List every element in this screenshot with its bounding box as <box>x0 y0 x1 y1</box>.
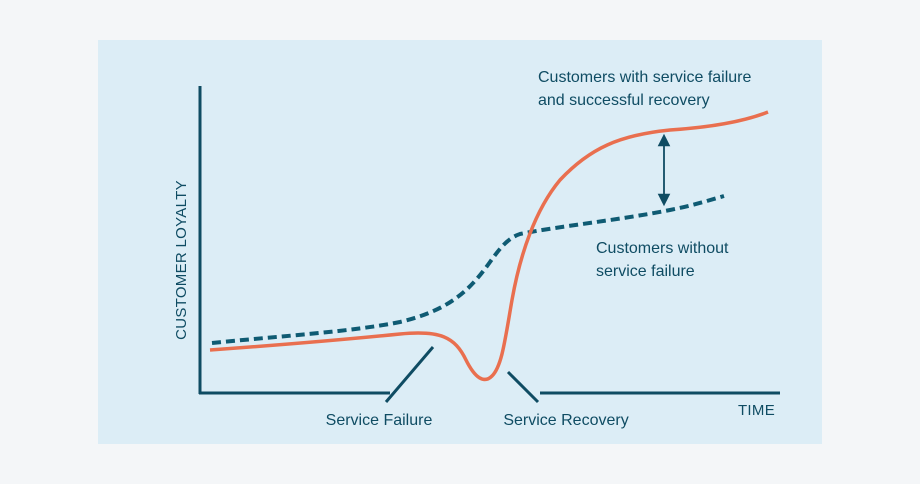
recovery-curve-label-line1: Customers with service failure <box>538 69 752 86</box>
x-axis-label: TIME <box>738 402 775 419</box>
recovery-curve <box>209 110 769 382</box>
service-recovery-label: Service Recovery <box>503 412 628 429</box>
service-failure-leader <box>384 346 435 403</box>
no-failure-curve-label-line2: service failure <box>596 263 695 280</box>
no-failure-curve <box>211 194 725 345</box>
service-failure-label: Service Failure <box>326 412 433 429</box>
no-failure-curve-label-line1: Customers without <box>596 240 729 257</box>
recovery-curve-label-line2: and successful recovery <box>538 92 710 109</box>
diagram-panel <box>98 40 822 444</box>
y-axis-label: CUSTOMER LOYALTY <box>173 180 190 340</box>
service-recovery-leader <box>506 370 540 404</box>
